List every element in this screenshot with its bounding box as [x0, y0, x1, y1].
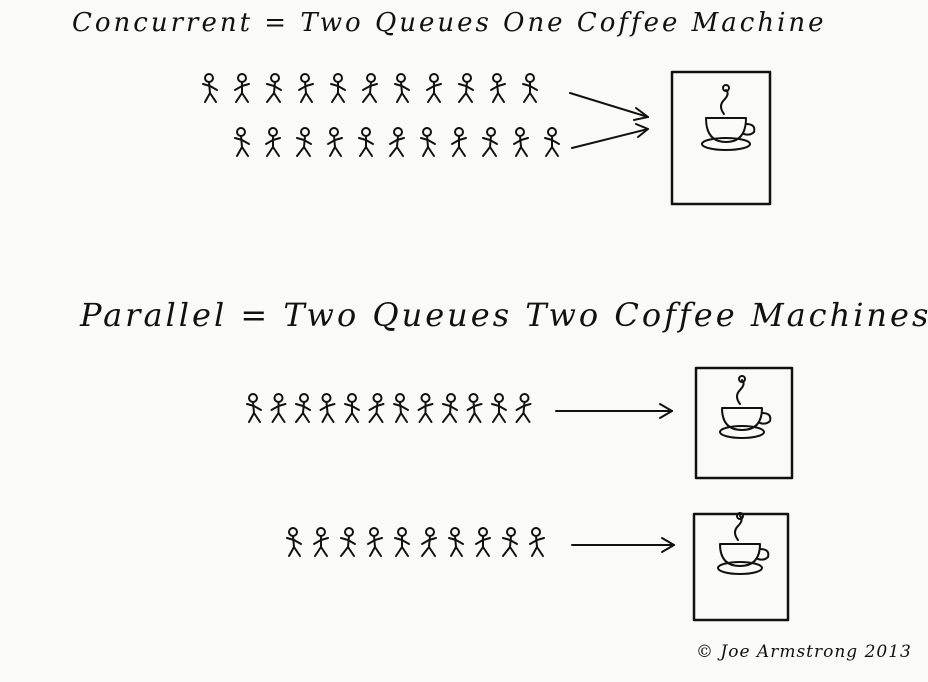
- stick-figure-icon: [393, 393, 409, 423]
- stick-figure-icon: [319, 393, 336, 423]
- stick-figure-icon: [298, 73, 314, 103]
- coffee-machine-icon: [670, 70, 772, 206]
- stick-figure-icon: [458, 73, 474, 103]
- stick-figure-icon: [234, 127, 250, 157]
- stick-figure-icon: [358, 127, 374, 157]
- stick-figure-icon: [330, 73, 346, 103]
- concurrent-heading: Concurrent = Two Queues One Coffee Machi…: [72, 8, 827, 38]
- stick-figure-icon: [389, 127, 405, 157]
- stick-figure-icon: [394, 527, 410, 557]
- stick-figure-icon: [466, 393, 483, 423]
- coffee-cup-icon: [717, 512, 770, 575]
- arrow-icon: [555, 403, 673, 419]
- parallel-queue-1: [246, 393, 532, 423]
- stick-figure-icon: [265, 127, 281, 157]
- author-credit: © Joe Armstrong 2013: [696, 642, 912, 662]
- stick-figure-icon: [513, 127, 529, 157]
- stick-figure-icon: [296, 127, 312, 157]
- coffee-cup-icon: [701, 84, 756, 151]
- stick-figure-icon: [394, 73, 410, 103]
- stick-figure-icon: [246, 393, 262, 423]
- stick-figure-icon: [313, 527, 329, 557]
- stick-figure-icon: [448, 527, 464, 557]
- stick-figure-icon: [368, 393, 385, 423]
- concurrent-queue-1: [202, 73, 538, 103]
- stick-figure-icon: [266, 73, 282, 103]
- stick-figure-icon: [340, 527, 356, 557]
- stick-figure-icon: [475, 527, 491, 557]
- stick-figure-icon: [442, 393, 458, 423]
- stick-figure-icon: [502, 527, 518, 557]
- arrow-icon: [571, 537, 675, 553]
- arrow-icon: [569, 92, 649, 121]
- coffee-machine-icon: [692, 512, 790, 622]
- arrow-icon: [571, 123, 649, 149]
- stick-figure-icon: [515, 393, 532, 423]
- stick-figure-icon: [451, 127, 467, 157]
- stick-figure-icon: [202, 73, 218, 103]
- stick-figure-icon: [490, 73, 506, 103]
- stick-figure-icon: [529, 527, 545, 557]
- stick-figure-icon: [286, 527, 302, 557]
- stick-figure-icon: [344, 393, 360, 423]
- stick-figure-icon: [367, 527, 383, 557]
- stick-figure-icon: [420, 127, 436, 157]
- coffee-machine-icon: [694, 366, 794, 480]
- stick-figure-icon: [270, 393, 287, 423]
- stick-figure-icon: [295, 393, 311, 423]
- stick-figure-icon: [421, 527, 437, 557]
- stick-figure-icon: [491, 393, 507, 423]
- stick-figure-icon: [417, 393, 434, 423]
- stick-figure-icon: [482, 127, 498, 157]
- parallel-heading: Parallel = Two Queues Two Coffee Machine…: [80, 296, 928, 334]
- stick-figure-icon: [362, 73, 378, 103]
- stick-figure-icon: [522, 73, 538, 103]
- concurrent-queue-2: [234, 127, 560, 157]
- parallel-queue-2: [286, 527, 545, 557]
- stick-figure-icon: [426, 73, 442, 103]
- stick-figure-icon: [327, 127, 343, 157]
- stick-figure-icon: [234, 73, 250, 103]
- coffee-cup-icon: [719, 375, 772, 439]
- stick-figure-icon: [544, 127, 560, 157]
